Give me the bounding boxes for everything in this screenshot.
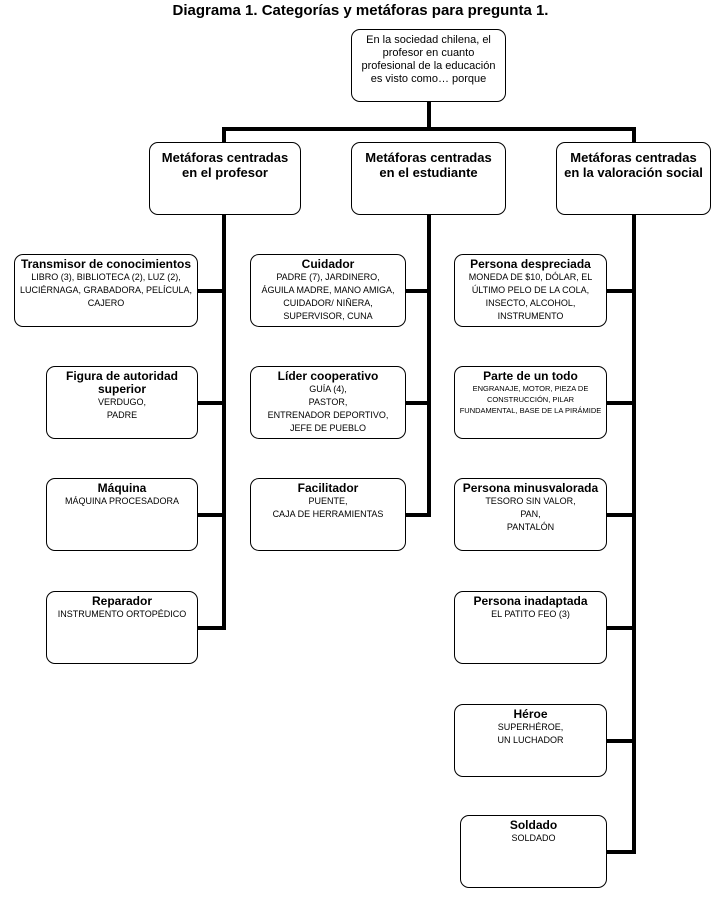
root-question-box: En la sociedad chilena, el profesor en c…	[351, 29, 506, 102]
subcategory-title: Facilitador	[297, 481, 359, 495]
subcategory-title: Persona inadaptada	[473, 594, 588, 608]
category-heading: Metáforas centradas en el profesor	[161, 150, 289, 180]
subcategory-box-cuidador: Cuidador PADRE (7), JARDINERO, ÁGUILA MA…	[250, 254, 406, 327]
subcategory-box-figura-autoridad: Figura de autoridad superior VERDUGO, PA…	[46, 366, 198, 439]
subcategory-box-persona-inadaptada: Persona inadaptada EL PATITO FEO (3)	[454, 591, 607, 664]
subcategory-box-facilitador: Facilitador PUENTE, CAJA DE HERRAMIENTAS	[250, 478, 406, 551]
category-heading: Metáforas centradas en la valoración soc…	[564, 150, 703, 180]
subcategory-metaphors: VERDUGO, PADRE	[97, 397, 146, 420]
subcategory-metaphors: ENGRANAJE, MOTOR, PIEZA DE CONSTRUCCIÓN,…	[459, 384, 602, 415]
subcategory-metaphors: TESORO SIN VALOR, PAN, PANTALÓN	[485, 496, 576, 532]
subcategory-metaphors: MONEDA DE $10, DÓLAR, EL ÚLTIMO PELO DE …	[468, 272, 593, 321]
subcategory-metaphors: SUPERHÉROE, UN LUCHADOR	[497, 722, 564, 745]
category-box-profesor: Metáforas centradas en el profesor	[149, 142, 301, 215]
subcategory-title: Reparador	[91, 594, 153, 608]
subcategory-box-soldado: Soldado SOLDADO	[460, 815, 607, 888]
category-box-estudiante: Metáforas centradas en el estudiante	[351, 142, 506, 215]
subcategory-metaphors: SOLDADO	[511, 833, 556, 843]
subcategory-title: Transmisor de conocimientos	[20, 257, 192, 271]
subcategory-box-reparador: Reparador INSTRUMENTO ORTOPÉDICO	[46, 591, 198, 664]
subcategory-box-heroe: Héroe SUPERHÉROE, UN LUCHADOR	[454, 704, 607, 777]
subcategory-title: Cuidador	[301, 257, 355, 271]
subcategory-metaphors: GUÍA (4), PASTOR, ENTRENADOR DEPORTIVO, …	[267, 384, 389, 433]
subcategory-title: Héroe	[513, 707, 548, 721]
subcategory-metaphors: EL PATITO FEO (3)	[491, 609, 570, 619]
subcategory-metaphors: MÁQUINA PROCESADORA	[64, 496, 180, 506]
subcategory-box-persona-minusvalorada: Persona minusvalorada TESORO SIN VALOR, …	[454, 478, 607, 551]
subcategory-metaphors: PUENTE, CAJA DE HERRAMIENTAS	[272, 496, 384, 519]
subcategory-metaphors: PADRE (7), JARDINERO, ÁGUILA MADRE, MANO…	[261, 272, 395, 321]
category-heading: Metáforas centradas en el estudiante	[365, 150, 492, 180]
subcategory-title: Persona minusvalorada	[462, 481, 599, 495]
subcategory-title: Parte de un todo	[483, 369, 578, 383]
category-box-valoracion-social: Metáforas centradas en la valoración soc…	[556, 142, 711, 215]
diagram-title: Diagrama 1. Categorías y metáforas para …	[172, 2, 549, 19]
subcategory-box-lider-cooperativo: Líder cooperativo GUÍA (4), PASTOR, ENTR…	[250, 366, 406, 439]
subcategory-title: Líder cooperativo	[277, 369, 379, 383]
subcategory-title: Persona despreciada	[470, 257, 591, 271]
subcategory-metaphors: INSTRUMENTO ORTOPÉDICO	[57, 609, 187, 619]
subcategory-box-transmisor: Transmisor de conocimientos LIBRO (3), B…	[14, 254, 198, 327]
subcategory-box-maquina: Máquina MÁQUINA PROCESADORA	[46, 478, 198, 551]
subcategory-box-persona-despreciada: Persona despreciada MONEDA DE $10, DÓLAR…	[454, 254, 607, 327]
root-question-text: En la sociedad chilena, el profesor en c…	[361, 34, 496, 85]
subcategory-title: Figura de autoridad superior	[65, 369, 178, 396]
subcategory-title: Máquina	[97, 481, 147, 495]
subcategory-title: Soldado	[509, 818, 558, 832]
subcategory-box-parte-de-un-todo: Parte de un todo ENGRANAJE, MOTOR, PIEZA…	[454, 366, 607, 439]
subcategory-metaphors: LIBRO (3), BIBLIOTECA (2), LUZ (2), LUCI…	[19, 272, 193, 308]
